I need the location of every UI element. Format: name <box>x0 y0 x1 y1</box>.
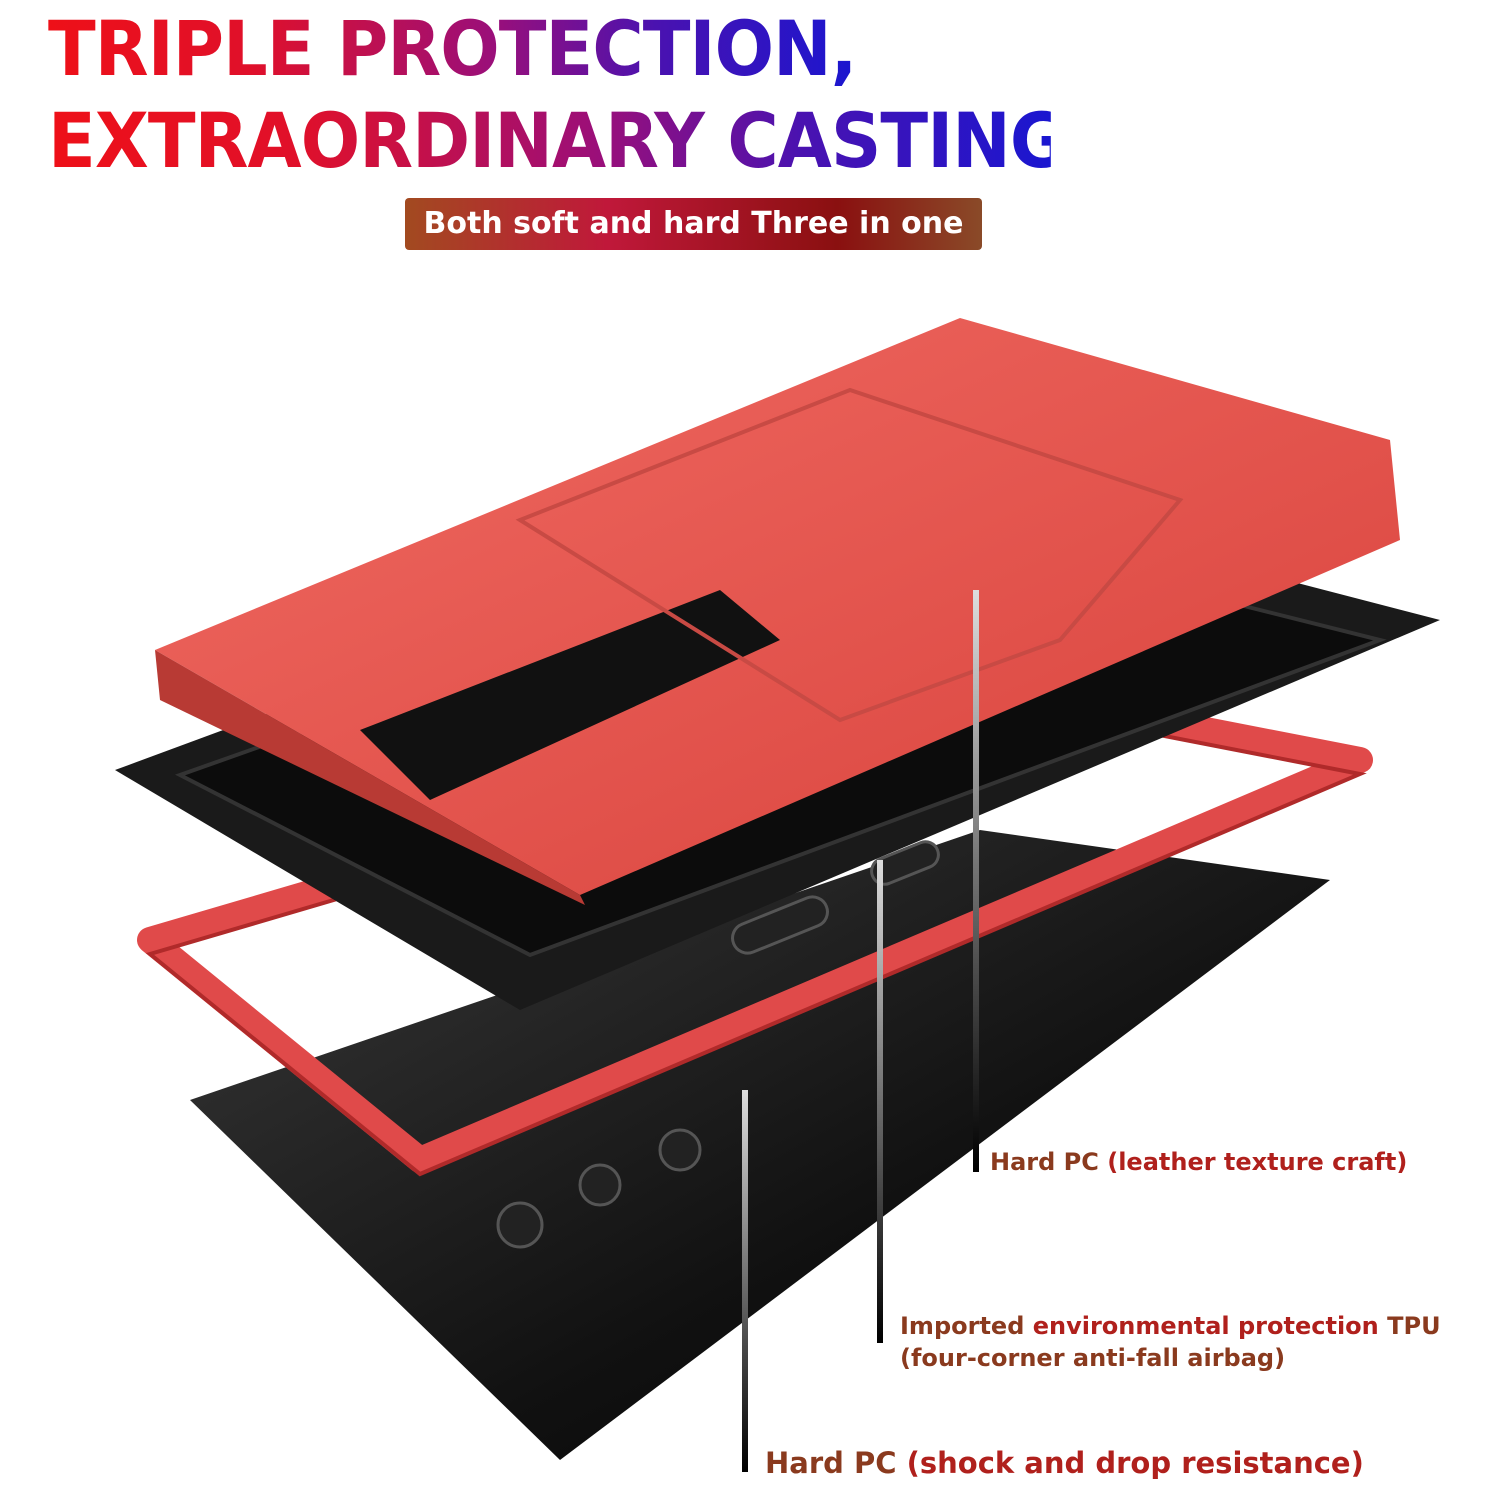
callout-label-tpu-frame: Imported environmental protection TPU (f… <box>900 1310 1441 1374</box>
callout-2-prefix: Imported <box>900 1312 1033 1340</box>
callout-label-bumper: Hard PC (shock and drop resistance) <box>765 1446 1364 1480</box>
headline-line-2: EXTRAORDINARY CASTING <box>48 96 1067 185</box>
phone-body <box>190 830 1330 1460</box>
callout-2-suffix: TPU <box>1378 1312 1441 1340</box>
red-leather-back-plate <box>155 318 1400 905</box>
callout-1-prefix: Hard PC <box>990 1148 1108 1176</box>
headline-line-1: TRIPLE PROTECTION, <box>48 4 857 93</box>
callout-3-prefix: Hard PC <box>765 1446 907 1480</box>
subtitle-badge: Both soft and hard Three in one <box>405 198 982 250</box>
callout-line-back-plate <box>973 590 979 1172</box>
callout-3-detail: (shock and drop resistance) <box>906 1446 1364 1480</box>
callout-1-detail: (leather texture craft) <box>1107 1148 1408 1176</box>
callout-label-back-plate: Hard PC (leather texture craft) <box>990 1148 1407 1176</box>
callout-line-tpu-frame <box>877 860 883 1343</box>
callout-line-bumper <box>742 1090 748 1472</box>
callout-2-detail: environmental protection <box>1032 1312 1379 1340</box>
callout-2-line2: (four-corner anti-fall airbag) <box>900 1344 1286 1372</box>
